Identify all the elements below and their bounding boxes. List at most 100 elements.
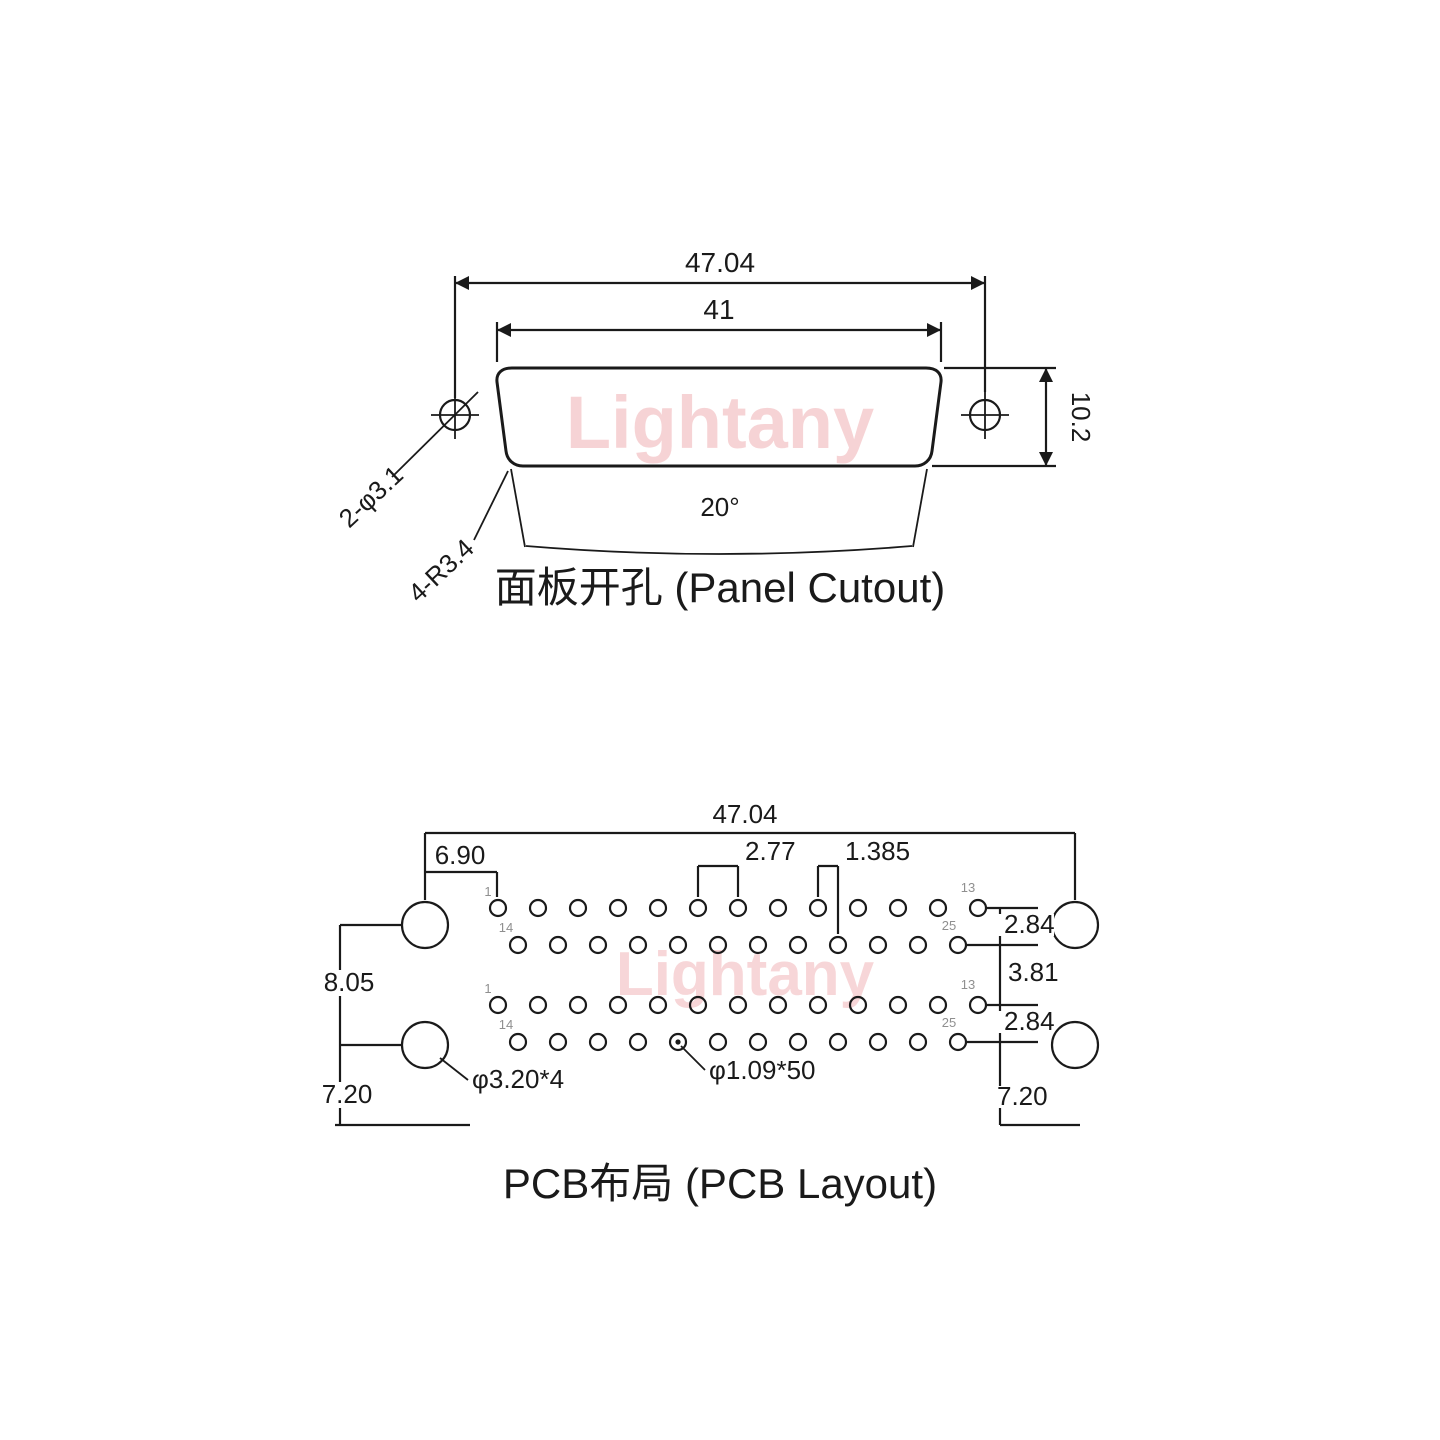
label-corner-radius-group: 4-R3.4 xyxy=(402,470,509,608)
pin-hole xyxy=(668,1032,688,1052)
pin-hole xyxy=(648,898,668,918)
dim-label-3-81: 3.81 xyxy=(1008,957,1059,987)
pin-hole xyxy=(628,935,648,955)
pin-hole xyxy=(708,1032,728,1052)
pin-hole xyxy=(908,1032,928,1052)
pcb-mount-hole-top-left xyxy=(400,900,450,950)
pin-hole xyxy=(868,935,888,955)
pin-hole xyxy=(728,898,748,918)
pin-hole xyxy=(648,995,668,1015)
panel-cutout-title: 面板开孔 (Panel Cutout) xyxy=(495,564,945,611)
pin-hole xyxy=(528,995,548,1015)
pin-hole xyxy=(848,995,868,1015)
pin-hole xyxy=(688,898,708,918)
pcb-layout-title: PCB布局 (PCB Layout) xyxy=(503,1160,937,1207)
pin-hole xyxy=(588,935,608,955)
dim-label-2-84-upper: 2.84 xyxy=(1004,909,1055,939)
pin-hole xyxy=(768,995,788,1015)
watermark-top: Lightany xyxy=(566,381,874,464)
pin-hole xyxy=(708,935,728,955)
label-mount-holes: 2-φ3.1 xyxy=(333,459,409,533)
pin-hole xyxy=(688,995,708,1015)
dim-label-2-77: 2.77 xyxy=(745,836,796,866)
pin-hole xyxy=(508,935,528,955)
dim-label-47-04-top: 47.04 xyxy=(685,247,755,278)
pcb-layout-view: Lightany 47.04 6.90 1 13 14 25 xyxy=(314,799,1100,1207)
pin-label-1-top: 1 xyxy=(484,884,491,899)
dim-half-pitch: 1.385 xyxy=(816,836,910,934)
pin-hole xyxy=(488,995,508,1015)
dim-label-6-90: 6.90 xyxy=(435,840,486,870)
dim-pitch: 2.77 xyxy=(696,836,796,897)
pin-label-1-bottom: 1 xyxy=(484,981,491,996)
pin-hole xyxy=(748,1032,768,1052)
pin-hole xyxy=(728,995,748,1015)
pin-hole xyxy=(768,898,788,918)
dim-cutout-height: 10.2 xyxy=(932,366,1096,468)
dim-outer-width-top: 47.04 xyxy=(453,247,987,398)
pin-hole xyxy=(788,935,808,955)
pin-hole xyxy=(848,898,868,918)
pin-hole-center-mark xyxy=(675,1039,681,1045)
pin-hole xyxy=(568,995,588,1015)
dim-first-pin-offset: 6.90 xyxy=(425,840,499,897)
pin-hole xyxy=(608,898,628,918)
left-side-dims: 8.05 7.20 xyxy=(314,923,470,1127)
pcb-mount-hole-top-right xyxy=(1050,900,1100,950)
pin-hole xyxy=(888,995,908,1015)
pin-hole xyxy=(528,898,548,918)
row-spacing-dims: 2.84 3.81 2.84 7.20 xyxy=(966,906,1080,1127)
pin-hole-grid xyxy=(488,898,988,1052)
dim-label-7-20-right: 7.20 xyxy=(997,1081,1048,1111)
pin-hole xyxy=(928,995,948,1015)
dim-label-1-385: 1.385 xyxy=(845,836,910,866)
pcb-mount-hole-bottom-left xyxy=(400,1020,450,1070)
pin-hole xyxy=(968,995,988,1015)
pin-hole xyxy=(828,1032,848,1052)
dim-label-8-05: 8.05 xyxy=(324,967,375,997)
pin-label-13-bottom: 13 xyxy=(961,977,975,992)
cutout-outline xyxy=(495,366,943,468)
pin-hole xyxy=(808,995,828,1015)
pin-hole xyxy=(588,1032,608,1052)
pin-hole xyxy=(548,1032,568,1052)
dim-outer-width-bottom: 47.04 xyxy=(423,799,1077,900)
pin-hole xyxy=(808,898,828,918)
pin-hole xyxy=(608,995,628,1015)
dim-label-7-20-left: 7.20 xyxy=(322,1079,373,1109)
pin-label-13-top: 13 xyxy=(961,880,975,895)
pin-hole xyxy=(928,898,948,918)
pin-hole xyxy=(488,898,508,918)
pin-hole xyxy=(948,1032,968,1052)
pin-hole xyxy=(628,1032,648,1052)
pin-hole xyxy=(668,935,688,955)
pin-hole xyxy=(868,1032,888,1052)
label-angle: 20° xyxy=(700,492,739,522)
label-pin-hole-size: φ1.09*50 xyxy=(709,1055,816,1085)
pin-hole xyxy=(748,935,768,955)
mount-hole-left xyxy=(391,391,479,478)
pin-hole xyxy=(508,1032,528,1052)
pin-hole xyxy=(948,935,968,955)
pin-hole xyxy=(548,935,568,955)
pin-label-14-top: 14 xyxy=(499,920,513,935)
dim-label-47-04-bottom: 47.04 xyxy=(712,799,777,829)
dim-label-41: 41 xyxy=(703,294,734,325)
dim-inner-width: 41 xyxy=(495,294,943,362)
pin-hole xyxy=(788,1032,808,1052)
pin-hole-callout: φ1.09*50 xyxy=(680,1045,816,1085)
label-corner-radius: 4-R3.4 xyxy=(402,533,480,608)
pin-hole xyxy=(568,898,588,918)
angle-annotation: 20° xyxy=(510,468,928,555)
dim-label-10-2: 10.2 xyxy=(1066,392,1096,443)
mount-hole-callout: φ3.20*4 xyxy=(439,1057,564,1094)
panel-cutout-view: Lightany 47.04 41 xyxy=(333,247,1096,611)
pin-label-25-top: 25 xyxy=(942,918,956,933)
pin-label-14-bottom: 14 xyxy=(499,1017,513,1032)
pin-label-25-bottom: 25 xyxy=(942,1015,956,1030)
pin-hole xyxy=(968,898,988,918)
pin-hole xyxy=(908,935,928,955)
pin-number-labels: 1 13 14 25 1 13 14 25 xyxy=(484,880,975,1032)
